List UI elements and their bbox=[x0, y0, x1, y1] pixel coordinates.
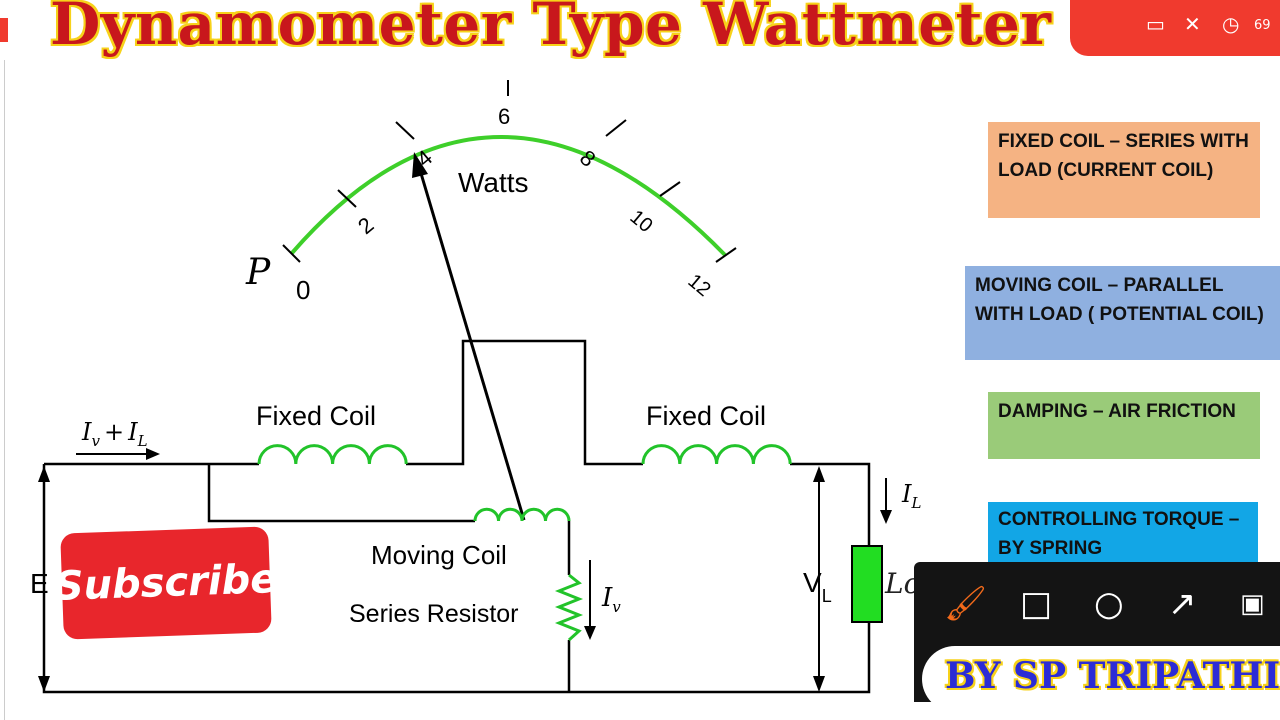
unit-label: Watts bbox=[458, 167, 529, 198]
fixed-coil-left-label: Fixed Coil bbox=[256, 401, 376, 431]
circle-icon[interactable]: ○ bbox=[1094, 584, 1124, 624]
subscribe-button[interactable]: Subscribe bbox=[54, 526, 278, 640]
header-left-tab bbox=[0, 18, 8, 42]
grid-icon[interactable]: ▣ bbox=[1240, 589, 1265, 619]
tick-12 bbox=[715, 247, 737, 263]
tick-label-0: 0 bbox=[296, 275, 310, 305]
tick-label-2: 2 bbox=[353, 212, 378, 239]
circuit-wires bbox=[42, 339, 871, 694]
series-resistor-label: Series Resistor bbox=[349, 600, 519, 628]
tick-10 bbox=[659, 181, 681, 197]
header-bar bbox=[0, 0, 1280, 58]
source-voltage-arrowhead-top bbox=[38, 466, 50, 482]
byline-badge bbox=[922, 646, 1280, 712]
tick-label-6: 6 bbox=[498, 104, 510, 129]
moving-coil-label: Moving Coil bbox=[371, 540, 507, 570]
pointer-arrowhead bbox=[412, 152, 428, 178]
load-element bbox=[851, 545, 883, 623]
mute-icon: ✕ bbox=[1184, 12, 1201, 36]
load-current-arrowhead bbox=[880, 510, 892, 524]
moving-coil bbox=[473, 507, 571, 522]
tick-2 bbox=[337, 189, 357, 208]
alarm-icon: ◷ bbox=[1222, 12, 1240, 36]
moving-current-label: Iv bbox=[601, 583, 621, 616]
status-bar bbox=[1070, 0, 1280, 56]
byline-text: BY SP TRIPATHI bbox=[945, 655, 1280, 697]
page-title: Dynamometer Type Wattmeter bbox=[50, 0, 1052, 58]
scale-arc bbox=[290, 135, 727, 257]
wire-meter-bridge bbox=[406, 339, 643, 466]
series-resistor bbox=[554, 573, 584, 642]
info-box-fixed-coil: FIXED COIL – SERIES WITH LOAD (CURRENT C… bbox=[988, 122, 1260, 218]
info-box-controlling-torque: CONTROLLING TORQUE – BY SPRING bbox=[988, 502, 1258, 564]
pointer-needle bbox=[418, 169, 526, 521]
pointer-label: P bbox=[245, 252, 271, 293]
scale-ticks bbox=[282, 80, 737, 263]
total-current-label: Iv+IL bbox=[81, 418, 148, 450]
wire-top-right bbox=[790, 462, 871, 546]
info-box-moving-coil: MOVING COIL – PARALLEL WITH LOAD ( POTEN… bbox=[965, 266, 1280, 360]
arrow-icon[interactable]: ↗ bbox=[1168, 584, 1197, 624]
battery-level: 69 bbox=[1254, 18, 1271, 33]
fixed-coil-right bbox=[641, 444, 792, 465]
source-label: E bbox=[30, 568, 49, 599]
cast-icon: ▭ bbox=[1146, 12, 1165, 36]
load-voltage-label: VL bbox=[803, 567, 832, 606]
tick-label-12: 12 bbox=[684, 270, 715, 301]
tick-0 bbox=[282, 244, 301, 263]
load-current-label: IL bbox=[901, 480, 921, 512]
fixed-coil-right-label: Fixed Coil bbox=[646, 401, 766, 431]
source-voltage-arrowhead-bottom bbox=[38, 676, 50, 692]
left-divider bbox=[4, 60, 5, 720]
moving-current-arrowhead bbox=[584, 626, 596, 640]
tick-4 bbox=[395, 121, 415, 140]
tick-label-10: 10 bbox=[626, 206, 657, 237]
rectangle-icon[interactable]: □ bbox=[1020, 584, 1053, 624]
brush-icon[interactable]: 🖌 bbox=[944, 584, 988, 624]
total-current-arrowhead bbox=[146, 448, 160, 460]
load-voltage-arrowhead-bottom bbox=[813, 676, 825, 692]
wire-potential-branch bbox=[207, 464, 475, 523]
fixed-coil-left bbox=[257, 444, 408, 465]
load-voltage-arrowhead-top bbox=[813, 466, 825, 482]
tick-8 bbox=[605, 119, 627, 137]
info-box-damping: DAMPING – AIR FRICTION bbox=[988, 392, 1260, 459]
